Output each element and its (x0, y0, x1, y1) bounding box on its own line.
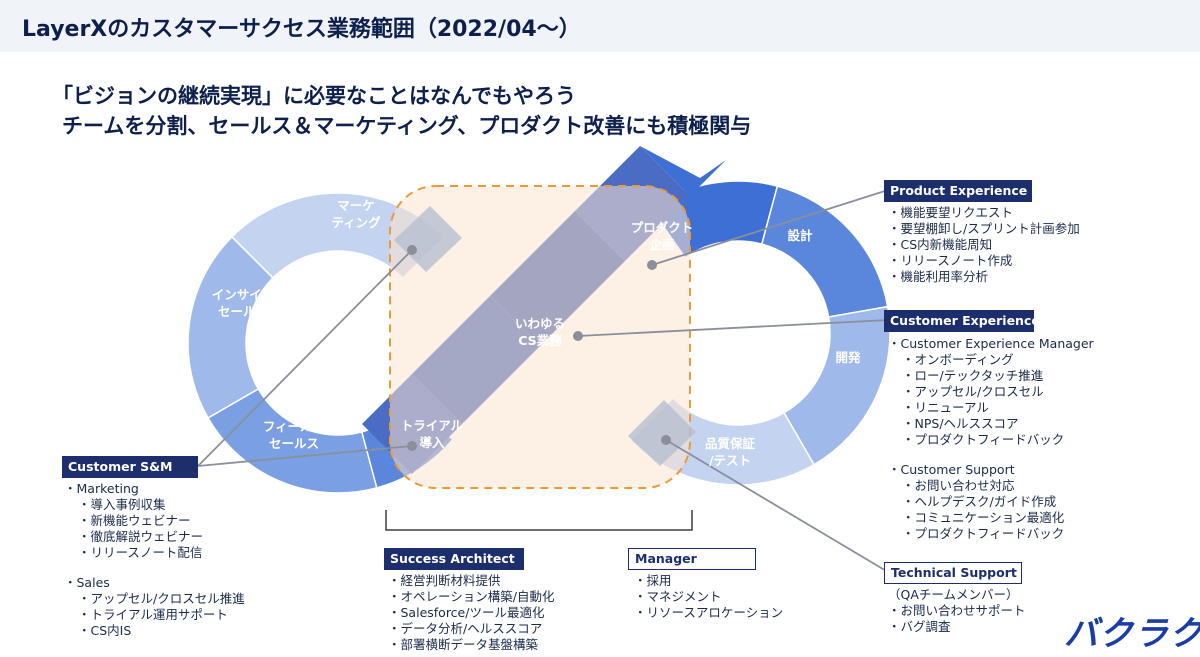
list-item: ・トライアル運用サポート (78, 607, 228, 622)
list-item: ・機能要望リクエスト (888, 205, 1014, 220)
list-item: ・オペレーション構築/自動化 (388, 589, 555, 604)
segment-field-sales (207, 387, 378, 494)
list-item: ・機能利用率分析 (888, 269, 989, 284)
list-item: ・採用 (634, 573, 672, 588)
headline-line-1: 「ビジョンの継続実現」に必要なことはなんでもやろう (52, 84, 576, 108)
segment-inside-sales (187, 235, 275, 420)
list-gap (888, 448, 1094, 462)
bakuraku-logo: バクラク (1064, 614, 1200, 654)
list-item: ・Sales (64, 575, 110, 590)
connector-cs (577, 319, 889, 337)
cs-overlay-box (389, 185, 691, 489)
bracket (385, 510, 693, 531)
list-item: ・データ分析/ヘルススコア (388, 621, 543, 636)
list-item: ・新機能ウェビナー (78, 513, 191, 528)
connector-dots (407, 245, 671, 451)
manager-list: ・採用・マネジメント・リソースアロケーション (634, 573, 783, 621)
list-item: ・バグ調査 (888, 619, 951, 634)
connector-product (651, 189, 889, 266)
label-marketing-2: ティング (331, 215, 381, 230)
list-item: ・お問い合わせサポート (888, 603, 1026, 618)
list-item: ・要望棚卸し/スプリント計画参加 (888, 221, 1080, 236)
list-item: ・リソースアロケーション (634, 605, 784, 620)
list-item: ・ヘルプデスク/ガイド作成 (902, 494, 1057, 509)
label-field-sales-2: セールス (269, 436, 319, 451)
list-item: ・プロダクトフィードバック (902, 432, 1065, 447)
list-item: ・部署横断データ基盤構築 (388, 637, 539, 652)
label-marketing-1: マーケ (337, 198, 375, 213)
list-item: ・Customer Support (888, 462, 1015, 477)
dot-cs (573, 331, 583, 341)
list-item: ・経営判断材料提供 (388, 573, 501, 588)
label-qa-2: /テスト (709, 453, 751, 468)
list-item: ・アップセル/クロスセル推進 (78, 591, 245, 606)
connector-qa (665, 439, 889, 573)
connector-sm-trial (197, 445, 413, 467)
marketing-marker (394, 206, 462, 272)
list-item: ・Customer Experience Manager (888, 336, 1094, 351)
list-gap (64, 561, 245, 575)
list-item: ・コミュニケーション最適化 (902, 510, 1065, 525)
label-inside-sales-2: セールス (218, 304, 268, 319)
label-product-2: 企画 (648, 237, 674, 252)
customer-sm-list: ・Marketing・導入事例収集・新機能ウェビナー・徹底解説ウェビナー・リリー… (64, 481, 245, 639)
success-architect-list: ・経営判断材料提供・オペレーション構築/自動化・Salesforce/ツール最適… (388, 573, 554, 653)
dot-marketing (407, 245, 417, 255)
label-cs-1: いわゆる (515, 316, 565, 331)
product-experience-label: Product Experience (884, 180, 1032, 202)
list-item: ・Salesforce/ツール最適化 (388, 605, 545, 620)
customer-sm-label: Customer S&M (62, 456, 198, 478)
dot-trial (407, 441, 417, 451)
list-item: ・オンボーディング (902, 352, 1014, 367)
technical-support-label: Technical Support (884, 562, 1022, 584)
label-design: 設計 (787, 228, 813, 243)
list-item: （QAチームメンバー） (888, 587, 1019, 602)
success-architect-label: Success Architect (384, 548, 524, 570)
band-top (640, 146, 726, 196)
connector-lines (197, 189, 889, 573)
list-item: ・プロダクトフィードバック (902, 526, 1065, 541)
list-item: ・CS内新機能周知 (888, 237, 993, 252)
product-experience-list: ・機能要望リクエスト・要望棚卸し/スプリント計画参加・CS内新機能周知・リリース… (888, 205, 1080, 285)
list-item: ・リニューアル (902, 400, 989, 415)
label-field-sales-1: フィールド (263, 419, 325, 434)
list-item: ・導入事例収集 (78, 497, 166, 512)
label-trial-2: 導入 (419, 435, 445, 450)
segment-design (760, 185, 889, 318)
list-item: ・Marketing (64, 481, 139, 496)
connector-sm-marketing (197, 249, 413, 467)
label-development: 開発 (835, 350, 861, 365)
header-bar: LayerXのカスタマーサクセス業務範囲（2022/04〜） (0, 0, 1200, 52)
list-item: ・リリースノート配信 (78, 545, 203, 560)
list-item: ・マネジメント (634, 589, 722, 604)
label-cs-2: CS業務 (518, 333, 562, 348)
qa-marker (628, 400, 696, 466)
customer-experience-label: Customer Experience (884, 310, 1040, 332)
technical-support-list: （QAチームメンバー）・お問い合わせサポート・バグ調査 (888, 587, 1026, 635)
page-title: LayerXのカスタマーサクセス業務範囲（2022/04〜） (22, 17, 581, 42)
label-trial-1: トライアル (401, 418, 464, 433)
list-item: ・リリースノート作成 (888, 253, 1013, 268)
list-item: ・徹底解説ウェビナー (78, 529, 204, 544)
list-item: ・アップセル/クロスセル (902, 384, 1044, 399)
dot-qa (661, 435, 671, 445)
list-item: ・NPS/ヘルススコア (902, 416, 1019, 431)
list-item: ・お問い合わせ対応 (902, 478, 1015, 493)
label-product-1: プロダクト (631, 220, 694, 235)
list-item: ・ロー/テックタッチ推進 (902, 368, 1044, 383)
list-item: ・CS内IS (78, 623, 132, 638)
manager-label: Manager (628, 548, 756, 570)
label-qa-1: 品質保証 (705, 436, 756, 451)
label-inside-sales-1: インサイド (212, 287, 275, 302)
dot-product (647, 260, 657, 270)
customer-experience-list: ・Customer Experience Manager・オンボーディング・ロー… (888, 336, 1094, 542)
headline-line-2: チームを分割、セールス＆マーケティング、プロダクト改善にも積極関与 (62, 114, 752, 138)
